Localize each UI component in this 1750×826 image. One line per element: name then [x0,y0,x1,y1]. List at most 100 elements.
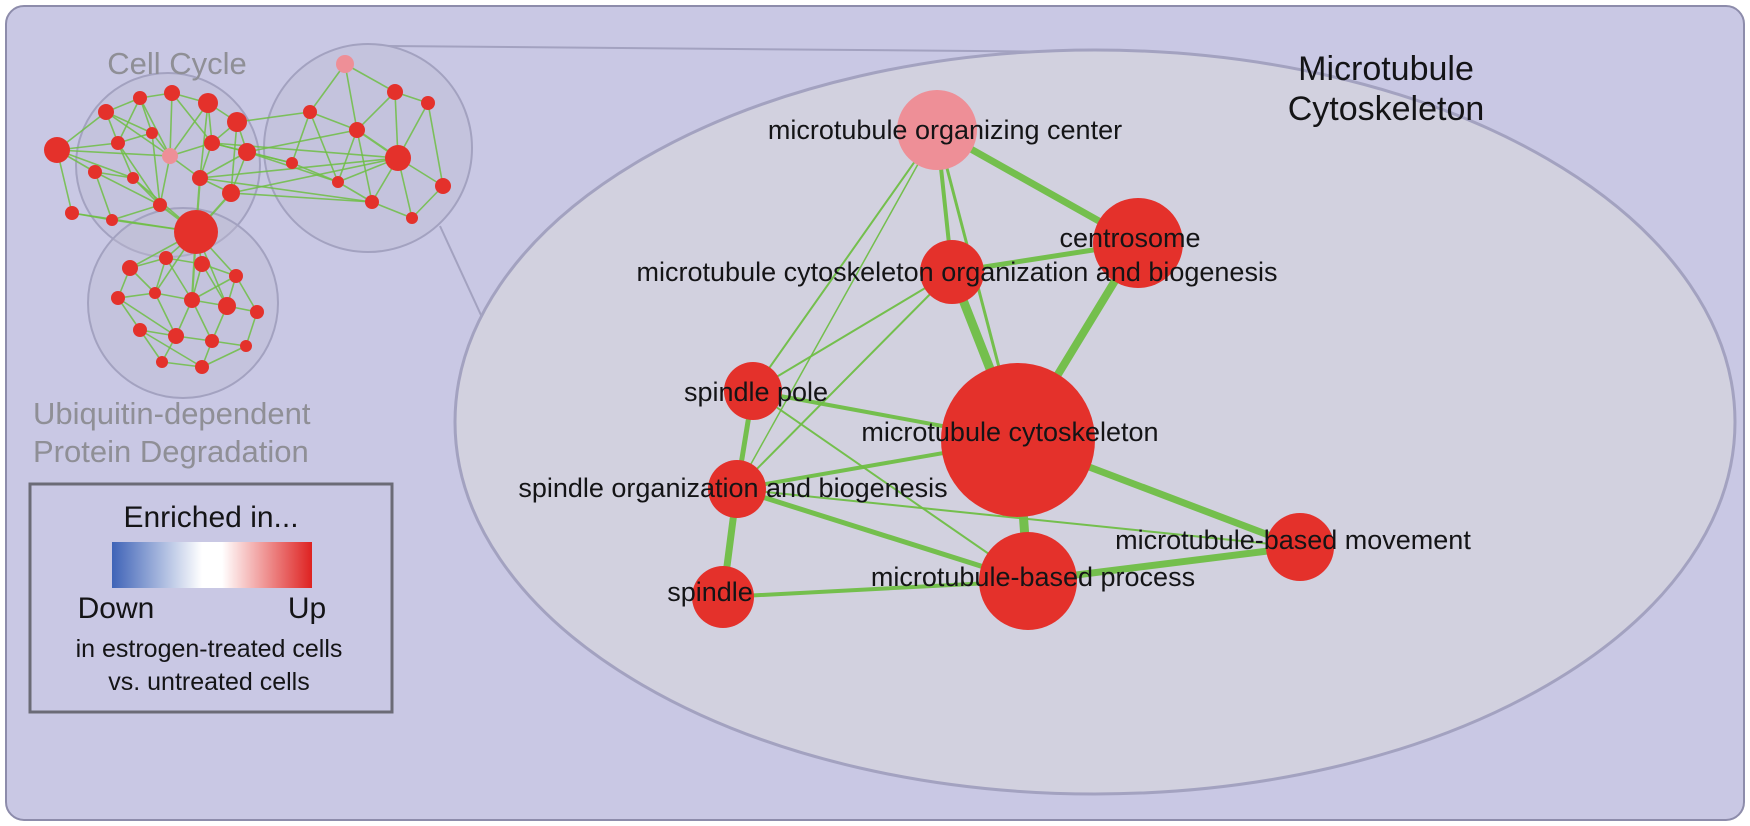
overview-edge [230,121,238,194]
detail-edge-moc-spindle_org [736,129,938,490]
detail-edge-moc-spindle_pole [752,129,938,392]
detail-node-label-centrosome: centrosome [1059,223,1200,253]
overview-edge [230,157,399,194]
overview-edge [111,204,161,221]
overview-node-42 [240,340,252,352]
legend: Enriched in... Down Up in estrogen-treat… [28,482,394,714]
overview-node-28 [332,176,344,188]
overview-node-40 [168,328,184,344]
overview-node-31 [159,251,173,265]
overview-edge [169,92,173,157]
overview-node-13 [192,170,208,186]
overview-edge [309,111,339,183]
detail-node-label-spindle_pole: spindle pole [684,377,828,407]
overview-node-43 [156,356,168,368]
ubiquitin-label-line1: Ubiquitin-dependent [33,396,311,431]
overview-edge [356,129,373,203]
overview-edge [56,149,171,157]
overview-node-44 [195,360,209,374]
overview-edge [139,329,203,368]
overview-node-6 [111,136,125,150]
overview-edge [159,155,171,206]
overview-node-5 [227,112,247,132]
overview-edge [151,132,161,206]
detail-node-mt_proc [979,532,1077,630]
legend-down-label: Down [78,592,155,625]
overview-edge [105,111,171,157]
overview-node-7 [146,127,158,139]
legend-caption-line1: in estrogen-treated cells [76,635,343,663]
overview-node-19 [336,55,354,73]
overview-node-16 [106,214,118,226]
overview-edge [169,102,209,157]
overview-edge [191,275,237,301]
overview-node-41 [205,334,219,348]
overview-edge [291,162,339,183]
overview-node-29 [286,157,298,169]
overview-node-24 [385,145,411,171]
overview-edge [230,192,373,203]
overview-edge [165,257,193,301]
overview-node-20 [387,84,403,100]
overview-edge [199,157,399,179]
detail-node-moc [897,90,977,170]
detail-node-label-spindle: spindle [667,577,753,607]
overview-node-33 [229,269,243,283]
overview-edge [94,171,113,221]
legend-up-label: Up [288,592,326,625]
legend-gradient-bar [112,542,312,588]
overview-edge [344,63,358,131]
overview-node-18 [174,210,218,254]
overview-node-4 [198,93,218,113]
overview-node-1 [98,104,114,120]
detail-edge-spindle-mt_proc [721,579,1030,599]
overview-edge [201,345,247,368]
overview-node-21 [421,96,435,110]
overview-node-34 [111,291,125,305]
detail-node-label-spindle_org: spindle organization and biogenesis [518,473,947,503]
overview-edge [56,149,134,179]
overview-edge [427,102,444,187]
overview-node-25 [435,178,451,194]
detail-node-mt_move [1266,513,1334,581]
overview-edge [246,129,358,153]
overview-edge [309,111,358,131]
overview-edge [309,63,346,113]
overview-node-22 [303,105,317,119]
detail-title-line2: Cytoskeleton [1288,90,1485,128]
cell-cycle-label: Cell Cycle [107,46,247,81]
overview-edge [117,297,177,337]
overview-edge [199,177,373,203]
detail-edge-spindle_org-mt_move [736,488,1301,548]
detail-edge-mcob-spindle_org [736,271,953,490]
detail-node-label-mt_move: microtubule-based movement [1115,525,1471,555]
detail-node-mcob [920,240,984,304]
detail-edge-mcob-spindle_pole [752,271,953,392]
detail-node-mt_cyto [941,363,1095,517]
detail-node-labels: microtubule organizing centercentrosomem… [518,115,1471,607]
detail-node-label-mt_cyto: microtubule cytoskeleton [861,417,1158,447]
overview-node-2 [133,91,147,105]
overview-node-17 [153,198,167,212]
overview-edge [291,111,311,164]
detail-node-centrosome [1093,198,1183,288]
detail-title-line1: Microtubule [1298,50,1474,88]
legend-title: Enriched in... [123,501,298,534]
overview-node-30 [122,260,138,276]
cluster-circle-ubiquitin [87,207,279,399]
overview-edge [236,111,311,123]
overview-node-11 [88,165,102,179]
overview-node-12 [127,172,139,184]
detail-node-label-mcob: microtubule cytoskeleton organization an… [637,257,1278,287]
detail-node-spindle_pole [724,362,782,420]
overview-node-23 [349,122,365,138]
overview-edge [199,102,209,179]
overview-node-15 [65,206,79,220]
overview-nodes [44,55,451,374]
overview-edge [356,91,396,131]
overview-node-26 [365,195,379,209]
overview-node-32 [194,256,210,272]
overview-node-9 [204,135,220,151]
